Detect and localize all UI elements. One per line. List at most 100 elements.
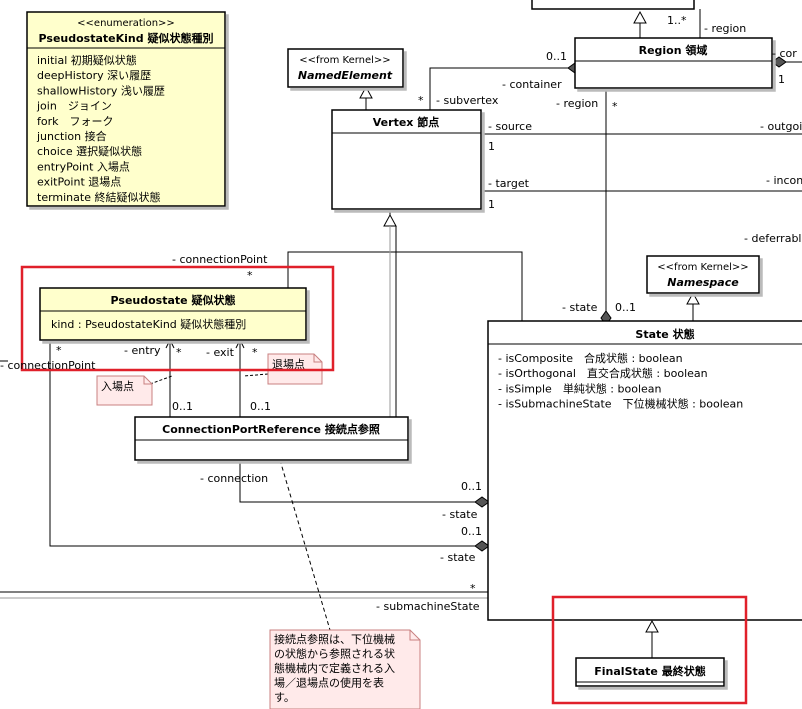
class-final-state[interactable]: FinalState 最終状態 [575,657,725,687]
note-connection-point-reference[interactable]: 接続点参照は、下位機械の状態から参照される状態機械内で定義される入場／退場点の使… [269,629,421,709]
label-connection-point-top-star: * [247,269,253,282]
cpr-note-anchor [279,459,331,631]
label-deferrable-cut: - deferrabl [744,232,802,245]
highlight-frame-pseudostate [20,265,335,372]
label-connection-point-left: - connectionPoint [0,359,96,372]
finalstate-generalization-arrow [645,619,659,633]
state-attrs-line: - isOrthogonal 直交合成状態 : boolean [498,366,708,380]
state-name: State 状態 [635,327,694,341]
enumeration-name: PseudostateKind 疑似状態種別 [39,31,214,45]
container-line [429,67,568,110]
pseudostate-name: Pseudostate 疑似状態 [111,293,236,307]
label-region-right-mult: 1 [778,73,785,86]
enum-literals-line: junction 接合 [36,129,107,143]
enum-literals-line: exitPoint 退場点 [37,176,121,189]
label-source: - source [488,120,532,133]
final-state-name: FinalState 最終状態 [594,664,705,678]
label-region-role: - region [556,97,598,110]
label-left-star: * [56,344,62,357]
enum-literals-line: initial 初期疑似状態 [37,53,137,67]
label-top-mult: 1..* [667,14,687,27]
named-element-stereotype: <<from Kernel>> [299,55,390,66]
label-exit: - exit [206,346,235,359]
label-connection: - connection [200,472,268,485]
enumeration-pseudostate-kind[interactable]: <<enumeration>> PseudostateKind 疑似状態種別 i… [26,11,226,207]
region-generalization-arrow [633,10,647,24]
label-state-b-mult: 0..1 [461,525,482,538]
cpr-note-text: 接続点参照は、下位機械の状態から参照される状態機械内で定義される入場／退場点の使… [274,632,395,704]
pseudostate-vertex-arrow [383,213,397,227]
entry-note-text: 入場点 [101,380,134,393]
label-incoming-cut: - incon [766,174,802,187]
connection-state-diamond [474,496,490,508]
enum-literals-line: entryPoint 入場点 [37,160,130,173]
vertex-name: Vertex 節点 [373,115,439,129]
class-namespace[interactable]: <<from Kernel>> Namespace [646,255,760,294]
namespace-stereotype: <<from Kernel>> [657,262,748,273]
named-element-name: NamedElement [298,69,393,82]
class-state[interactable]: State 状態 - isComposite 合成状態 : boolean- i… [487,320,802,621]
label-exit-star: * [252,346,258,359]
label-region-star: * [612,100,618,113]
enum-literals-line: fork フォーク [37,115,114,128]
label-region-right-cut: - cor [772,47,797,60]
note-entry[interactable]: 入場点 [96,375,153,406]
enum-literals-line: terminate 終結疑似状態 [37,190,160,204]
state-attrs-line: - isSimple 単純状態 : boolean [498,381,662,395]
pseudostate-attribute: kind : PseudostateKind 疑似状態種別 [51,317,246,331]
entry-note-anchor [149,375,173,385]
cpr-note-lines-line: す。 [274,691,295,704]
cpr-note-lines-line: 場／退場点の使用を表 [274,676,384,690]
exit-note-anchor [243,373,269,377]
enum-literals-line: choice 選択疑似状態 [37,144,142,158]
label-submachine-state: - submachineState [376,600,480,613]
cpr-note-lines-line: 接続点参照は、下位機械 [274,632,395,646]
label-container: - container [502,78,562,91]
label-entry-star: * [176,346,182,359]
label-state-a-mult: 0..1 [461,480,482,493]
state-attrs-line: - isComposite 合成状態 : boolean [498,351,683,365]
region-name: Region 領域 [639,43,708,57]
state-attributes: - isComposite 合成状態 : boolean- isOrthogon… [498,351,743,411]
enum-literals-line: join ジョイン [36,100,112,113]
highlight-frame-final-state [551,595,748,705]
label-connection-point-top: - connectionPoint [172,253,268,266]
label-region-left-mult: 0..1 [546,50,567,63]
vertex-generalization-arrow [359,85,373,99]
label-exit-mult: 0..1 [250,400,271,413]
cpr-note-lines-line: の状態から参照される状 [274,647,395,661]
cpr-name: ConnectionPortReference 接続点参照 [162,422,380,436]
state-generalization-arrow [686,291,700,305]
connection-line [239,460,475,503]
label-state-mult: 0..1 [615,301,636,314]
connection-point-top-line [287,251,523,321]
connectors [0,0,802,658]
label-source-mult: 1 [488,140,495,153]
association-labels: - region 1..* 0..1 - container 1 - cor *… [0,14,802,613]
class-vertex[interactable]: Vertex 節点 [331,109,482,210]
top-class-partial [531,0,695,10]
label-subvertex: - subvertex [436,94,499,107]
class-pseudostate[interactable]: Pseudostate 疑似状態 kind : PseudostateKind … [39,287,307,341]
state-attrs-line: - isSubmachineState 下位機械状態 : boolean [498,397,743,411]
label-state-b: - state [440,551,476,564]
connection-point-state-diamond [474,540,490,552]
connection-point-left-line [49,340,475,547]
label-state-a: - state [442,508,478,521]
namespace-name: Namespace [667,276,739,289]
class-named-element[interactable]: <<from Kernel>> NamedElement [287,48,404,88]
label-target-mult: 1 [488,198,495,211]
label-submachine-star: * [470,582,476,595]
label-subvertex-star: * [418,94,424,107]
label-top-region: - region [704,22,746,35]
label-target: - target [488,177,530,190]
exit-note-text: 退場点 [272,358,305,371]
class-connection-port-reference[interactable]: ConnectionPortReference 接続点参照 [134,416,409,461]
label-entry-mult: 0..1 [172,400,193,413]
class-region[interactable]: Region 領域 [574,37,773,89]
enumeration-stereotype: <<enumeration>> [77,18,175,29]
label-outgoing-cut: - outgoi [760,120,802,133]
enum-literals-line: shallowHistory 浅い履歴 [37,84,165,97]
